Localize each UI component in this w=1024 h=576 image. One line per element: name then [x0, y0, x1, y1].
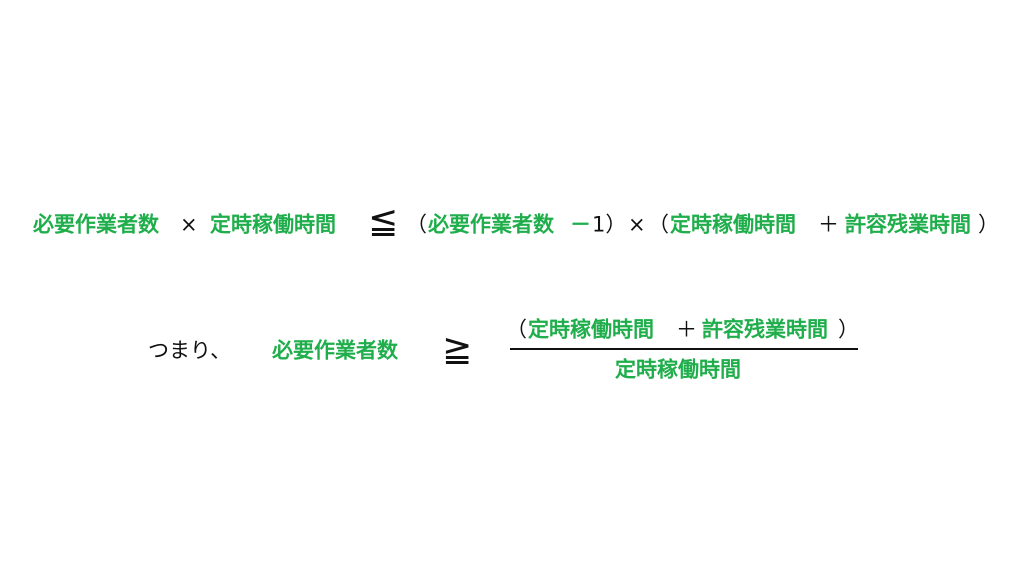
denominator-regular-hours: 定時稼働時間 [615, 357, 741, 382]
close-paren: ） [838, 317, 859, 342]
geq-sign: ≧ [442, 329, 473, 370]
leq-sign: ≦ [368, 201, 399, 242]
term-regular-hours: 定時稼働時間 [210, 212, 336, 237]
term-allowed-overtime: 許容残業時間 [702, 317, 828, 342]
term-regular-hours: 定時稼働時間 [670, 212, 796, 237]
plus-sign: ＋ [818, 212, 839, 237]
fraction-bar [510, 348, 858, 350]
term-required-workers: 必要作業者数 [428, 212, 554, 237]
times-sign: × [180, 212, 198, 237]
plus-sign: ＋ [676, 317, 697, 342]
open-paren: （ [506, 317, 527, 342]
term-allowed-overtime: 許容残業時間 [845, 212, 971, 237]
minus-sign: － [570, 212, 591, 237]
times-sign: × [628, 212, 646, 237]
term-required-workers: 必要作業者数 [272, 338, 398, 363]
term-regular-hours: 定時稼働時間 [528, 317, 654, 342]
open-paren: （ [406, 212, 427, 237]
one-close-paren: 1） [592, 212, 627, 237]
close-paren: ） [978, 212, 999, 237]
therefore-label: つまり、 [148, 338, 232, 363]
open-paren: （ [648, 212, 669, 237]
term-required-workers: 必要作業者数 [33, 212, 159, 237]
